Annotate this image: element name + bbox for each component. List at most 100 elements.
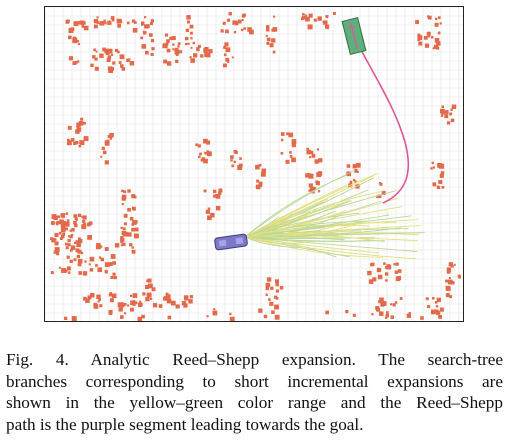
obstacle-cell [58, 266, 61, 269]
obstacle-cell [132, 293, 138, 298]
obstacle-cell [126, 58, 130, 62]
obstacle-cell [99, 53, 104, 58]
obstacle-cell [427, 35, 430, 38]
obstacle-cell [386, 311, 389, 314]
reed-shepp-path [352, 34, 410, 204]
obstacle-cell [88, 263, 91, 266]
obstacle-cell [78, 144, 82, 148]
obstacle-cell [304, 14, 308, 17]
obstacle-cell [189, 24, 194, 29]
obstacle-cell [95, 244, 101, 250]
obstacle-cell [354, 180, 357, 183]
obstacle-cell [169, 36, 173, 41]
obstacle-cell [352, 178, 356, 182]
obstacle-cell [394, 301, 398, 304]
obstacle-cell [123, 222, 127, 226]
obstacle-cell [258, 163, 262, 167]
obstacle-cell [406, 313, 411, 318]
obstacle-cell [54, 232, 59, 237]
obstacle-cell [371, 262, 375, 266]
obstacle-cell [427, 15, 432, 20]
obstacle-cell [200, 158, 204, 162]
obstacle-cell [439, 163, 445, 169]
obstacle-cell [199, 152, 202, 156]
obstacle-cell [110, 16, 114, 20]
obstacle-cell [94, 57, 98, 61]
tree-branch [244, 214, 390, 238]
obstacle-cell [175, 304, 180, 309]
obstacle-cell [172, 43, 175, 46]
obstacle-cell [215, 194, 221, 199]
obstacle-cell [83, 222, 86, 226]
obstacle-cell [310, 150, 314, 155]
obstacle-cell [75, 141, 79, 145]
obstacle-cell [67, 243, 71, 247]
obstacle-cell [270, 286, 274, 290]
obstacle-cell [386, 264, 392, 270]
obstacle-cell [62, 216, 65, 219]
obstacle-cell [76, 125, 79, 129]
obstacle-cell [325, 310, 329, 315]
obstacle-cell [379, 311, 384, 316]
obstacle-cell [448, 277, 451, 279]
obstacle-cell [104, 262, 110, 268]
obstacle-cell [122, 194, 127, 200]
obstacle-cell [204, 47, 209, 52]
obstacle-cell [148, 33, 153, 37]
obstacle-cell [242, 13, 246, 17]
obstacle-cell [60, 223, 66, 229]
obstacle-cell [101, 146, 105, 150]
start-vehicle-icon [214, 233, 248, 251]
obstacle-cell [98, 256, 102, 259]
obstacle-cell [206, 140, 211, 145]
obstacle-cell [346, 164, 351, 168]
obstacle-cell [280, 132, 285, 136]
obstacle-cell [96, 294, 101, 299]
obstacle-cell [185, 28, 189, 32]
obstacle-cell [272, 50, 276, 54]
obstacle-cell [163, 59, 168, 64]
obstacle-cell [390, 303, 393, 306]
obstacle-cell [74, 223, 78, 228]
obstacle-cell [51, 237, 56, 243]
obstacle-cell [141, 23, 144, 26]
figure-frame [44, 6, 464, 322]
obstacle-cell [142, 30, 145, 33]
obstacle-cell [207, 207, 211, 211]
obstacle-cell [69, 235, 73, 239]
obstacle-cell [67, 138, 70, 142]
caption-line: branches corresponding to short incremen… [6, 371, 503, 391]
obstacle-cell [87, 295, 92, 300]
obstacle-cell [223, 53, 227, 57]
caption-line: Fig. 4. Analytic Reed–Shepp expansion. T… [6, 350, 503, 369]
obstacle-cell [60, 227, 66, 233]
obstacle-cell [131, 223, 134, 226]
obstacle-cell [65, 212, 69, 215]
obstacle-cell [195, 143, 199, 147]
obstacle-cell [76, 122, 81, 127]
obstacle-cell [233, 160, 236, 164]
obstacle-cell [223, 46, 227, 49]
obstacle-cell [174, 47, 179, 52]
obstacle-cell [73, 21, 79, 27]
obstacle-cell [440, 171, 445, 175]
obstacle-cell [395, 262, 399, 266]
obstacle-cell [273, 15, 276, 18]
obstacle-cell [89, 268, 94, 272]
obstacle-cell [71, 228, 75, 232]
obstacle-cell [112, 272, 116, 276]
obstacle-cell [207, 215, 212, 221]
obstacle-cell [189, 295, 193, 299]
obstacle-cell [266, 28, 270, 32]
obstacle-cell [352, 164, 357, 169]
obstacle-cell [226, 18, 231, 22]
obstacle-cell [96, 16, 99, 19]
obstacle-cell [317, 183, 320, 186]
obstacle-cell [449, 295, 452, 299]
obstacle-cell [372, 277, 377, 282]
obstacle-cell [457, 274, 461, 278]
obstacle-cell [306, 147, 309, 151]
tree-branch [244, 169, 356, 238]
obstacle-cell [291, 139, 297, 144]
obstacle-cell [435, 17, 438, 21]
